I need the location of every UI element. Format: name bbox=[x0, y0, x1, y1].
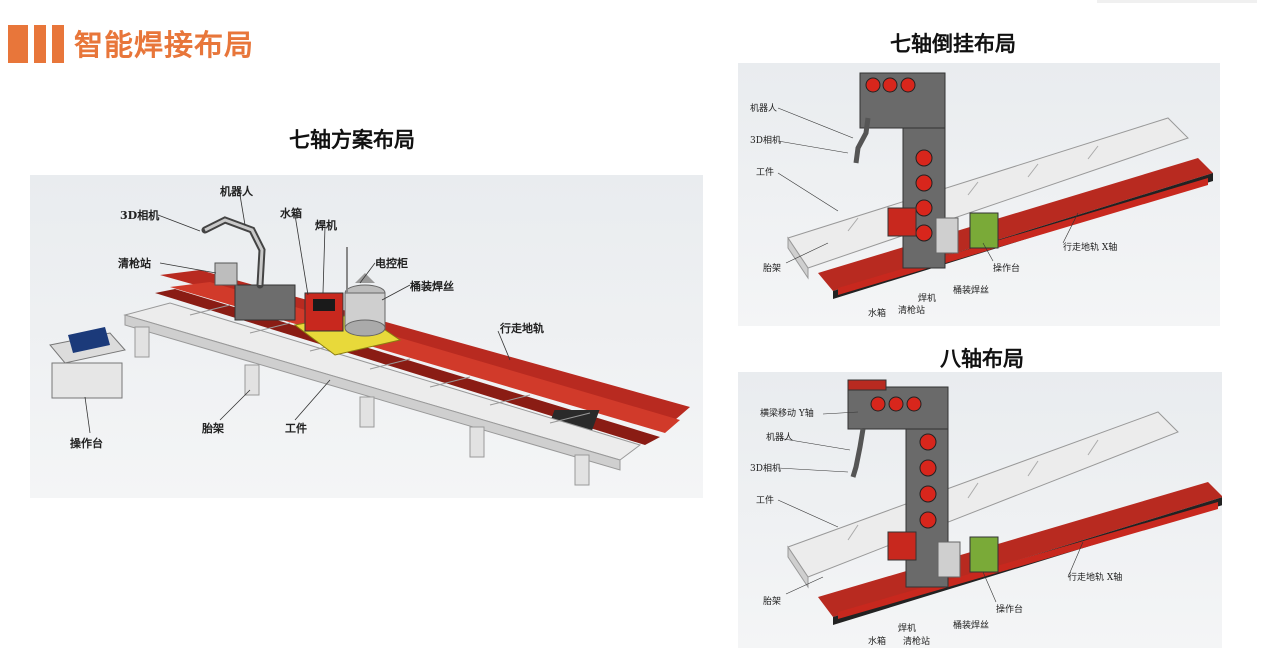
header-accent-bars bbox=[8, 25, 64, 63]
label-water-tank: 水箱 bbox=[280, 207, 302, 220]
main-diagram-title: 七轴方案布局 bbox=[289, 128, 415, 152]
eight-label-fixture: 胎架 bbox=[763, 597, 782, 607]
label-control-cabinet: 电控柜 bbox=[375, 257, 408, 270]
eight-axis-diagram-title: 八轴布局 bbox=[940, 347, 1024, 371]
eight-label-welder: 焊机 bbox=[898, 624, 917, 634]
eight-label-rail: 行走地轨 X轴 bbox=[1068, 573, 1123, 583]
gantry-label-gun-cleaner: 清枪站 bbox=[898, 306, 926, 316]
gantry-label-console: 操作台 bbox=[993, 264, 1021, 274]
eight-label-3d-camera: 3D相机 bbox=[750, 464, 781, 474]
gantry-label-3d-camera: 3D相机 bbox=[750, 136, 781, 146]
eight-label-robot: 机器人 bbox=[766, 433, 794, 443]
label-barrel-wire: 桶装焊丝 bbox=[410, 280, 454, 293]
eight-label-console: 操作台 bbox=[996, 605, 1024, 615]
gantry-label-barrel-wire: 桶装焊丝 bbox=[953, 286, 990, 296]
eight-label-workpiece: 工件 bbox=[756, 496, 775, 506]
label-fixture: 胎架 bbox=[202, 422, 224, 435]
label-welder: 焊机 bbox=[315, 219, 337, 232]
gantry-label-water-tank: 水箱 bbox=[868, 309, 887, 319]
main-layout-diagram: 机器人 3D相机 水箱 焊机 清枪站 电控柜 桶装焊丝 行走地轨 操作台 胎架 … bbox=[30, 175, 703, 498]
gantry-layout-diagram: 机器人 3D相机 工件 胎架 行走地轨 X轴 操作台 水箱 清枪站 焊机 桶装焊… bbox=[738, 63, 1220, 326]
label-gun-cleaner: 清枪站 bbox=[118, 257, 151, 270]
gantry-label-rail: 行走地轨 X轴 bbox=[1063, 243, 1118, 253]
gantry-label-welder: 焊机 bbox=[918, 294, 937, 304]
eight-label-barrel-wire: 桶装焊丝 bbox=[953, 621, 990, 631]
gantry-diagram-title: 七轴倒挂布局 bbox=[890, 32, 1016, 56]
eight-axis-layout-diagram: 横梁移动 Y轴 机器人 3D相机 工件 胎架 行走地轨 X轴 操作台 水箱 焊机… bbox=[738, 372, 1222, 648]
label-workpiece: 工件 bbox=[285, 422, 307, 435]
gantry-label-fixture: 胎架 bbox=[763, 264, 782, 274]
eight-label-gun-cleaner: 清枪站 bbox=[903, 637, 931, 647]
top-right-strip bbox=[1097, 0, 1257, 3]
gantry-label-workpiece: 工件 bbox=[756, 168, 775, 178]
label-robot: 机器人 bbox=[220, 185, 253, 198]
label-3d-camera: 3D相机 bbox=[120, 209, 160, 222]
label-ground-rail: 行走地轨 bbox=[500, 322, 544, 335]
gantry-label-robot: 机器人 bbox=[750, 104, 778, 114]
label-console: 操作台 bbox=[70, 437, 103, 450]
page-title: 智能焊接布局 bbox=[74, 28, 255, 62]
eight-label-y-axis: 横梁移动 Y轴 bbox=[760, 409, 814, 419]
eight-label-water-tank: 水箱 bbox=[868, 637, 887, 647]
